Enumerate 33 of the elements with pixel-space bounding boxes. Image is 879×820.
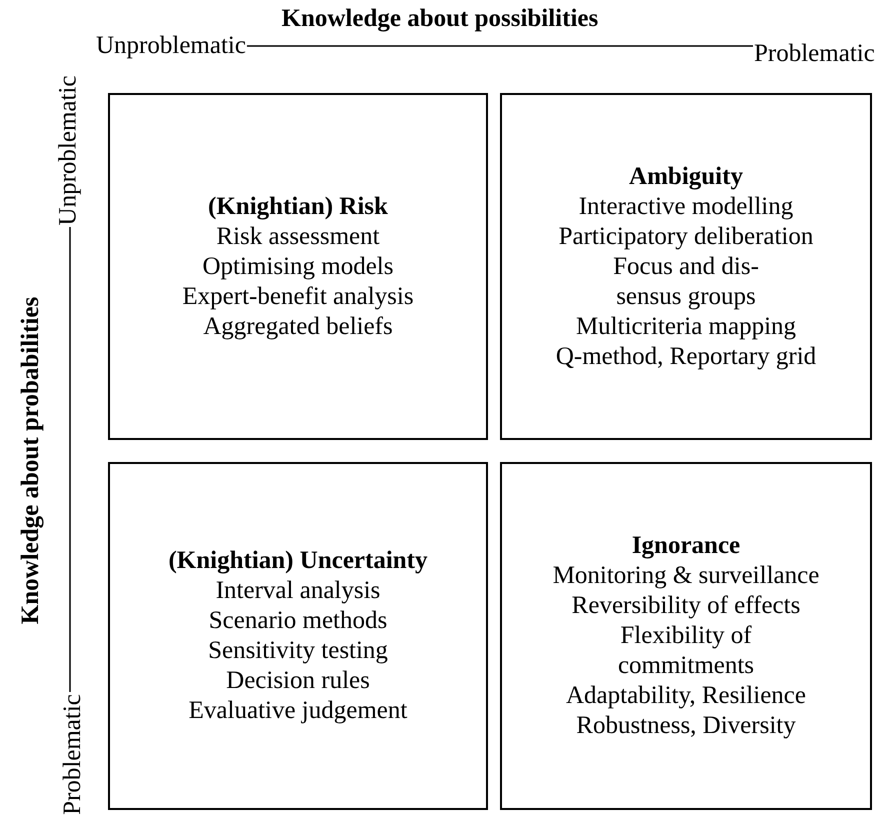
method-text: Expert-benefit analysis bbox=[182, 282, 414, 312]
method-text: Flexibility of commitments bbox=[616, 621, 756, 681]
method-text: Monitoring & surveillance bbox=[552, 561, 820, 591]
method-text: Reversibility of effects bbox=[572, 591, 800, 621]
method-text: Scenario methods bbox=[208, 606, 388, 636]
method-text: Interactive modelling bbox=[578, 192, 794, 222]
quadrant-heading: (Knightian) Risk bbox=[208, 192, 388, 222]
quadrant-heading: Ambiguity bbox=[629, 162, 743, 192]
axis-title: Knowledge about possibilities bbox=[282, 6, 598, 31]
method-text: Adaptability, Resilience bbox=[566, 681, 806, 711]
quadrant-box bbox=[500, 93, 872, 440]
method-text: Focus and dis- sensus groups bbox=[612, 252, 760, 312]
method-text: Participatory deliberation bbox=[558, 222, 814, 252]
axis-end-label: Problematic bbox=[59, 694, 84, 815]
method-text: Interval analysis bbox=[216, 576, 380, 606]
method-text: Decision rules bbox=[226, 666, 370, 696]
method-text: Sensitivity testing bbox=[208, 636, 388, 666]
quadrant-box bbox=[108, 462, 488, 810]
method-text: Aggregated beliefs bbox=[203, 312, 393, 342]
method-text: Evaluative judgement bbox=[188, 696, 408, 726]
axis-end-label: Unproblematic bbox=[96, 33, 246, 58]
quadrant-heading: Ignorance bbox=[632, 531, 740, 561]
axis-end-label: Unproblematic bbox=[55, 75, 80, 225]
quadrant-heading: (Knightian) Uncertainty bbox=[168, 546, 428, 576]
method-text: Multicriteria mapping bbox=[576, 312, 796, 342]
quadrant-box bbox=[108, 93, 488, 440]
axis-end-label: Problematic bbox=[754, 41, 875, 66]
axis-title: Knowledge about probabilities bbox=[18, 296, 43, 624]
method-text: Q-method, Reportary grid bbox=[556, 342, 816, 372]
method-text: Optimising models bbox=[202, 252, 394, 282]
method-text: Risk assessment bbox=[216, 222, 380, 252]
method-text: Robustness, Diversity bbox=[576, 711, 796, 741]
quadrant-box bbox=[500, 462, 872, 810]
